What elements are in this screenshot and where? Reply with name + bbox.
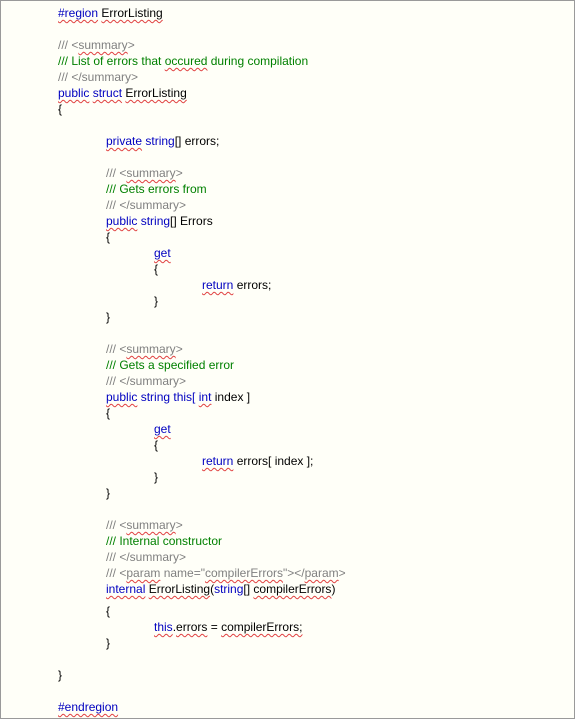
code-line-ctor: internal ErrorListing(string[] compilerE… — [106, 582, 336, 596]
code-line-summary-text-4: /// Internal constructor — [106, 534, 223, 548]
code-line-brace: } — [106, 310, 111, 324]
code-line-brace: } — [154, 294, 159, 308]
code-line-brace: { — [106, 230, 111, 244]
code-line-prop-errors: public string[] Errors — [106, 214, 213, 228]
code-line-summary-open-3: /// <summary> — [106, 342, 183, 356]
code-line-get: get — [154, 422, 171, 436]
code-line-param: /// <param name="compilerErrors"></param… — [106, 566, 346, 580]
code-line-brace: { — [154, 438, 159, 452]
code-line-indexer: public string this[ int index ] — [106, 390, 251, 404]
code-line-brace: } — [106, 636, 111, 650]
code-line-summary-close-3: /// </summary> — [106, 374, 187, 388]
code-line-brace: } — [58, 668, 63, 682]
code-line-return-1: return errors; — [202, 278, 272, 292]
code-line-summary-text-1: /// List of errors that occured during c… — [58, 54, 309, 68]
code-line-field: private string[] errors; — [106, 134, 220, 148]
code-line-summary-open-2: /// <summary> — [106, 166, 183, 180]
code-line-summary-open-1: /// <summary> — [58, 38, 135, 52]
code-line-summary-close-4: /// </summary> — [106, 550, 187, 564]
code-line-assign: this.errors = compilerErrors; — [154, 620, 303, 634]
code-line-brace: { — [106, 604, 111, 618]
code-line-get: get — [154, 246, 171, 260]
endregion-keyword: #endregion — [58, 700, 119, 714]
region-keyword: #region — [58, 6, 99, 20]
code-line-brace: } — [106, 486, 111, 500]
code-line-summary-close-2: /// </summary> — [106, 198, 187, 212]
code-line-struct-decl: public struct ErrorListing — [58, 86, 187, 100]
code-line-return-2: return errors[ index ]; — [202, 454, 314, 468]
code-line-summary-text-2: /// Gets errors from — [106, 182, 207, 196]
code-line-brace: { — [106, 406, 111, 420]
code-line-brace: { — [154, 262, 159, 276]
code-line-summary-open-4: /// <summary> — [106, 518, 183, 532]
code-line-brace: { — [58, 102, 63, 116]
code-line-summary-close-1: /// </summary> — [58, 70, 139, 84]
code-line-brace: } — [154, 470, 159, 484]
region-name: ErrorListing — [101, 6, 163, 20]
code-line-region: #region ErrorListing — [58, 5, 163, 21]
code-line-endregion: #endregion — [58, 699, 118, 715]
code-line-summary-text-3: /// Gets a specified error — [106, 358, 235, 372]
